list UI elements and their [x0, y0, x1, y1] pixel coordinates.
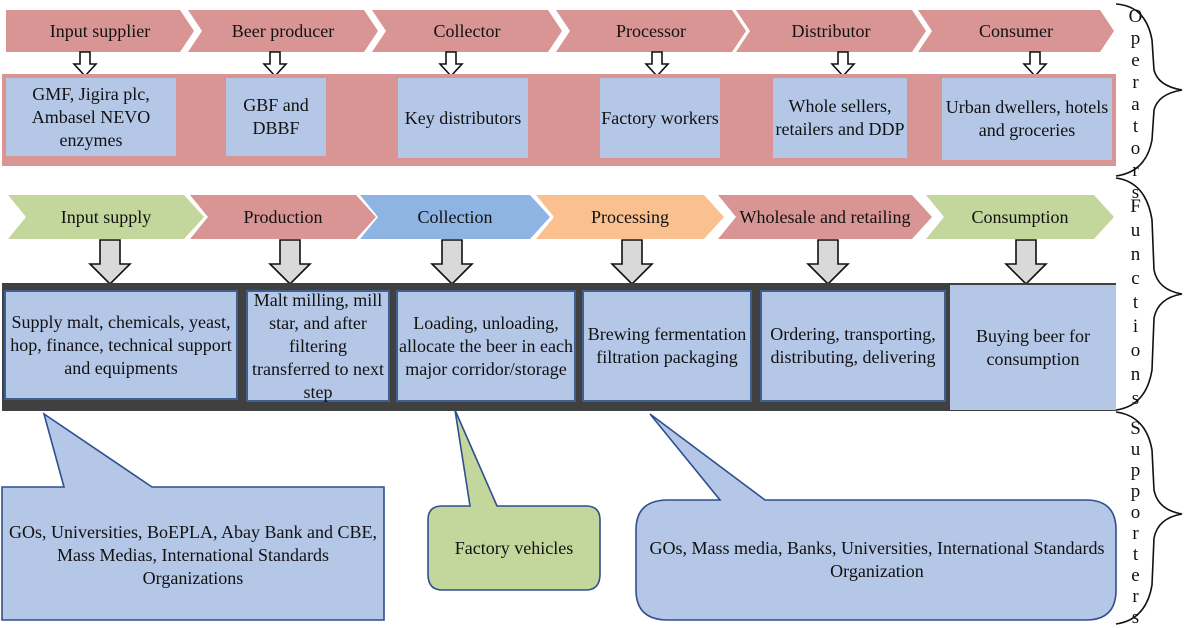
callout-text-collection: Factory vehicles [454, 537, 574, 558]
operator-chevron-distributor: Distributor [736, 10, 926, 52]
callout-supporters-distribution [635, 413, 1117, 621]
side-label-functions: Functions [1124, 196, 1146, 412]
operator-box-beer-producer: GBF and DBBF [226, 78, 326, 156]
function-box-wholesale: Ordering, transporting, distributing, de… [760, 290, 946, 402]
operator-band [2, 74, 1116, 166]
function-chevron-label: Processing [591, 206, 669, 227]
operator-chevron-label: Collector [433, 20, 501, 41]
function-chevron-label: Production [243, 206, 323, 227]
function-box-production: Malt milling, mill star, and after filte… [246, 290, 390, 402]
side-label-operators: Operators [1124, 6, 1146, 204]
side-label-supporters: Supporters [1124, 418, 1146, 628]
operator-chevron-beer-producer: Beer producer [188, 10, 378, 52]
brace-operators [1115, 3, 1183, 177]
operator-box-consumer: Urban dwellers, hotels and groceries [942, 78, 1112, 160]
operator-box-input-supplier: GMF, Jigira plc, Ambasel NEVO enzymes [6, 78, 176, 156]
function-box-collection: Loading, unloading, allocate the beer in… [396, 290, 576, 402]
brace-supporters [1115, 411, 1183, 625]
operator-chevron-consumer: Consumer [918, 10, 1114, 52]
brace-functions [1115, 177, 1183, 411]
operator-box-processor: Factory workers [600, 78, 720, 158]
operator-box-collector: Key distributors [398, 78, 528, 158]
callout-text-distribution: GOs, Mass media, Banks, Universities, In… [649, 538, 1105, 581]
operator-chevron-label: Processor [616, 20, 686, 41]
operator-down-arrows [72, 51, 1048, 78]
side-label-operators-text: Operators [1125, 6, 1146, 204]
function-chevron-label: Collection [417, 206, 493, 227]
function-chevron-consumption: Consumption [926, 195, 1114, 239]
function-chevron-label: Input supply [60, 206, 152, 227]
side-label-supporters-text: Supporters [1125, 418, 1146, 628]
operator-chevron-label: Distributor [791, 20, 871, 41]
function-chevron-processing: Processing [536, 195, 724, 239]
side-braces [1115, 3, 1183, 625]
callout-text-input: GOs, Universities, BoEPLA, Abay Bank and… [9, 521, 377, 588]
callout-supporters-input [1, 412, 385, 621]
function-chevron-input-supply: Input supply [8, 195, 204, 239]
operator-chevron-label: Beer producer [231, 20, 335, 41]
function-down-arrows [88, 239, 1048, 286]
function-chevron-collection: Collection [360, 195, 550, 239]
function-box-processing: Brewing fermentation filtration packagin… [582, 290, 752, 402]
function-chevron-wholesale: Wholesale and retailing [718, 195, 932, 239]
operator-chevron-label: Input supplier [49, 20, 151, 41]
function-box-input-supply: Supply malt, chemicals, yeast, hop, fina… [4, 290, 238, 400]
function-chevron-label: Consumption [971, 206, 1069, 227]
operator-chevron-collector: Collector [372, 10, 562, 52]
operator-box-distributor: Whole sellers, retailers and DDP [773, 78, 907, 158]
function-chevron-label: Wholesale and retailing [739, 206, 911, 227]
side-label-functions-text: Functions [1125, 196, 1146, 412]
function-box-consumption: Buying beer for consumption [950, 285, 1116, 410]
operator-chevron-processor: Processor [556, 10, 746, 52]
operator-chevron-input-supplier: Input supplier [6, 10, 194, 52]
callout-supporters-collection [427, 409, 601, 591]
operator-chevron-label: Consumer [979, 20, 1053, 41]
function-chevron-production: Production [190, 195, 376, 239]
